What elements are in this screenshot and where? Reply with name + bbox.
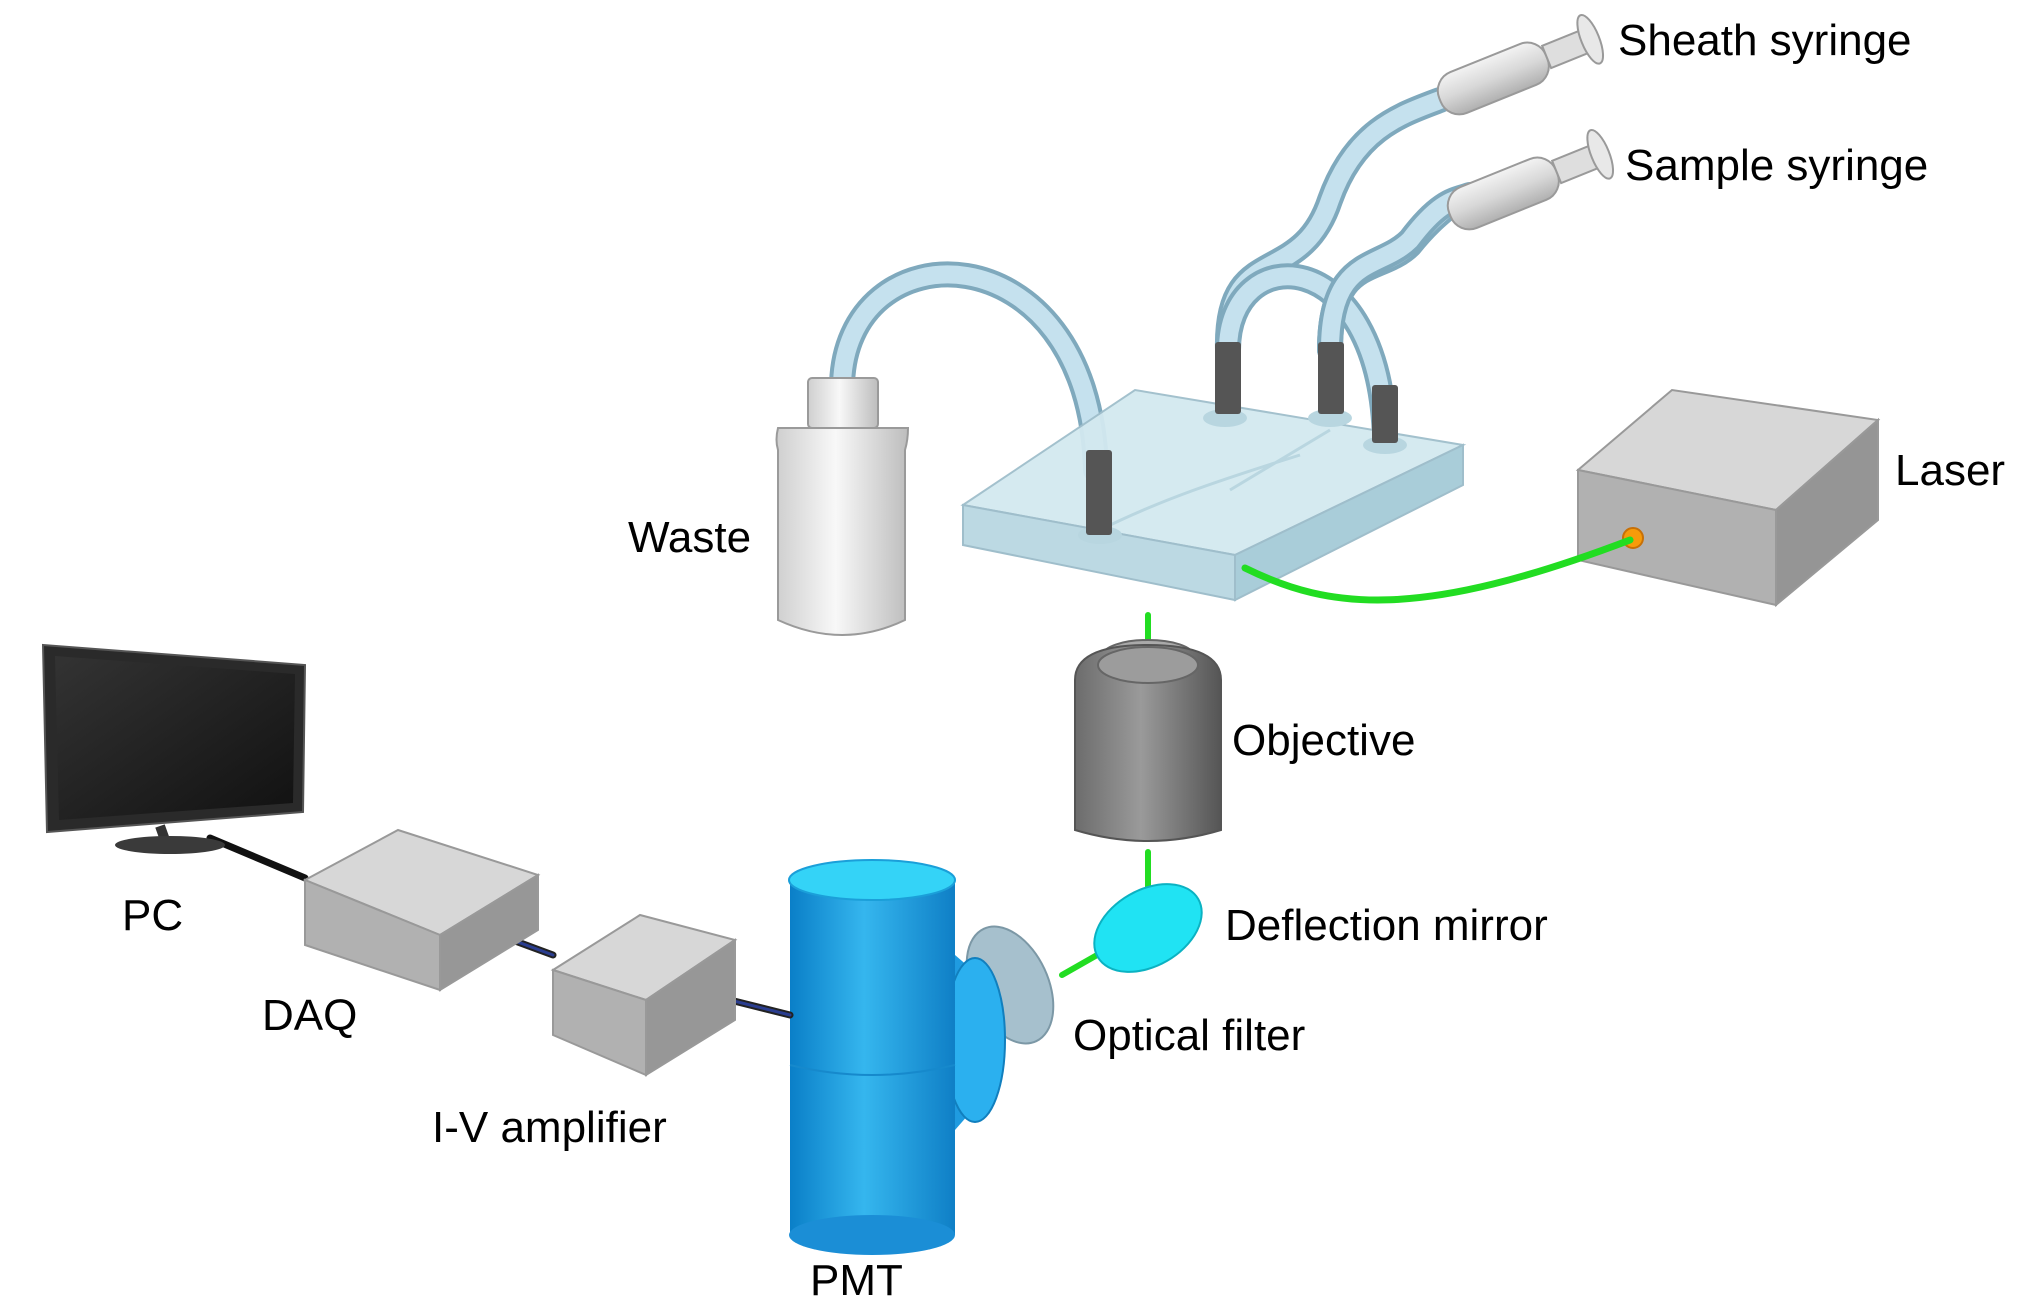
label-objective: Objective xyxy=(1232,716,1415,765)
label-pmt: PMT xyxy=(810,1256,903,1305)
label-laser: Laser xyxy=(1895,446,2005,495)
label-optical-filter: Optical filter xyxy=(1073,1011,1305,1060)
label-daq: DAQ xyxy=(262,991,357,1040)
waste-tube xyxy=(829,261,1109,483)
sample-syringe xyxy=(1446,128,1615,231)
laser-box xyxy=(1575,388,1881,608)
label-iv-amplifier: I-V amplifier xyxy=(432,1103,667,1152)
iv-amplifier-box xyxy=(550,913,738,1077)
chip-ports xyxy=(1086,342,1398,535)
label-sheath-syringe: Sheath syringe xyxy=(1618,16,1912,65)
label-waste: Waste xyxy=(628,513,751,562)
label-deflection-mirror: Deflection mirror xyxy=(1225,901,1548,950)
waste-bottle xyxy=(775,377,910,636)
daq-box xyxy=(302,828,541,992)
sheath-syringe xyxy=(1436,13,1605,116)
pc-monitor xyxy=(41,643,307,854)
bridge-tube xyxy=(1215,263,1398,453)
deflection-mirror xyxy=(1093,883,1203,973)
labels: Sheath syringe Sample syringe Laser Wast… xyxy=(122,16,2005,1305)
label-pc: PC xyxy=(122,891,183,940)
pmt-detector xyxy=(788,859,1006,1255)
label-sample-syringe: Sample syringe xyxy=(1625,141,1928,190)
objective-lens xyxy=(1074,639,1222,842)
